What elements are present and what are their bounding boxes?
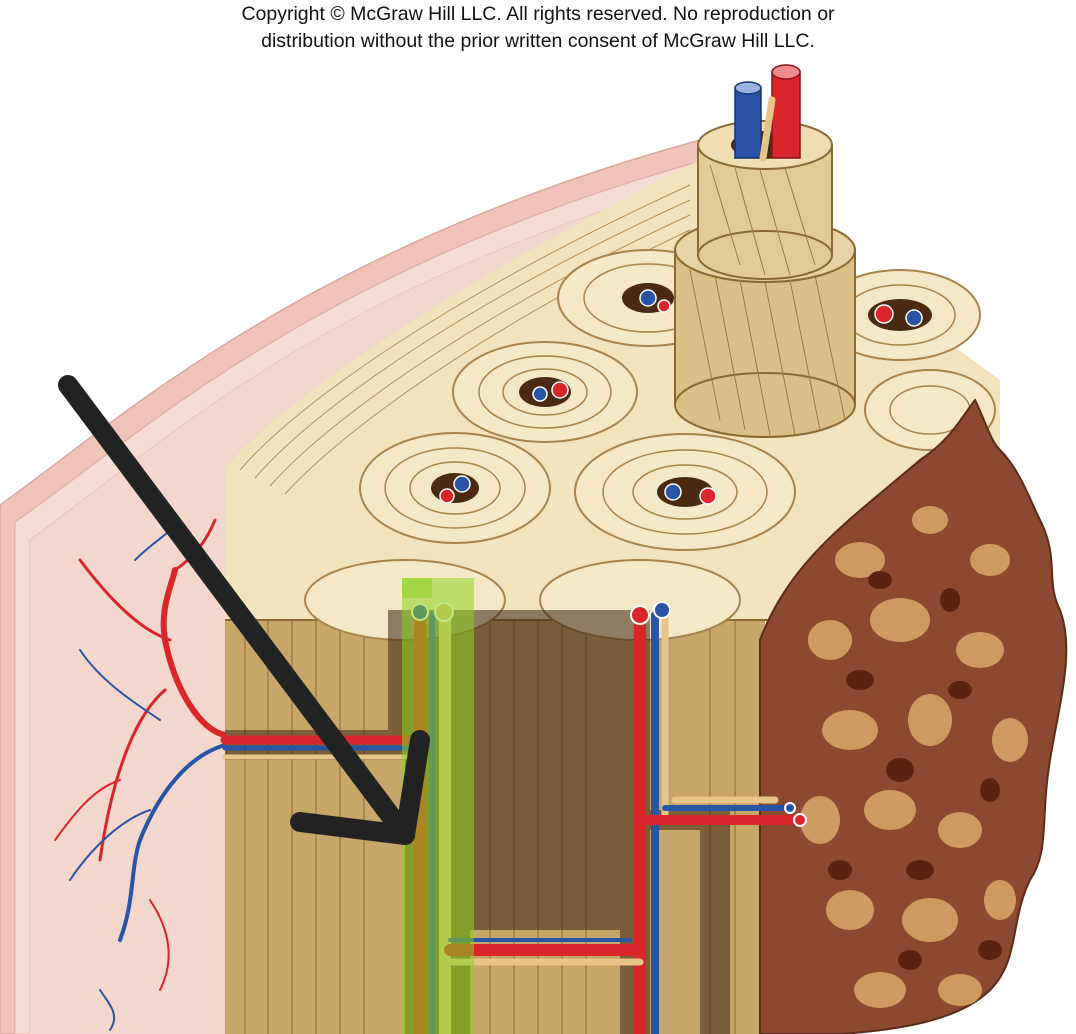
spongy-bone [759,398,1068,1034]
osteon [574,433,796,551]
osteon [819,269,981,361]
copyright-notice: Copyright © McGraw Hill LLC. All rights … [0,0,1076,54]
arrow-icon [58,375,430,845]
osteon-lamellae-cylinder [674,64,856,438]
copyright-line-2: distribution without the prior written c… [261,30,815,52]
canals [225,610,730,1034]
osteon [452,341,638,443]
copyright-line-1: Copyright © McGraw Hill LLC. All rights … [241,3,835,25]
osteon [359,432,551,544]
